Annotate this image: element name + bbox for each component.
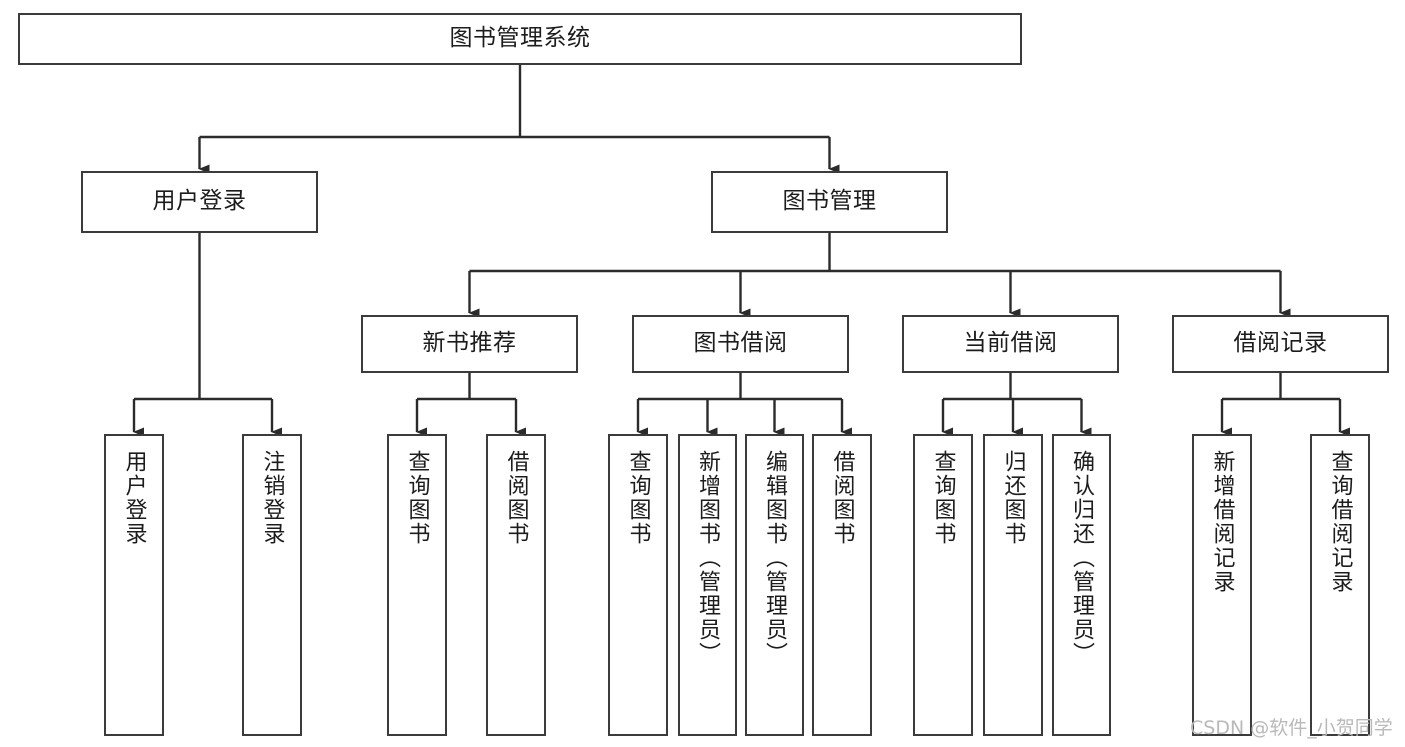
node-label: 图书管理 bbox=[782, 188, 877, 215]
node-label: 查询图书 bbox=[930, 450, 956, 546]
node-label: 图书借阅 bbox=[693, 330, 788, 357]
node-label: 新书推荐 bbox=[422, 330, 517, 357]
node-label: 借阅记录 bbox=[1233, 330, 1328, 357]
node-label: 新增借阅记录 bbox=[1209, 450, 1235, 594]
node-leaf-bb-edit[interactable]: 编辑图书（管理员） bbox=[745, 434, 804, 736]
node-current-borrow[interactable]: 当前借阅 bbox=[902, 315, 1119, 373]
node-label: 确认归还（管理员） bbox=[1069, 450, 1095, 666]
node-label: 注销登录 bbox=[259, 450, 285, 546]
node-leaf-user-logout[interactable]: 注销登录 bbox=[242, 434, 302, 736]
node-leaf-bb-borrow[interactable]: 借阅图书 bbox=[812, 434, 872, 736]
node-label: 编辑图书（管理员） bbox=[762, 450, 788, 666]
node-leaf-cb-return[interactable]: 归还图书 bbox=[983, 434, 1043, 736]
node-label: 查询图书 bbox=[404, 450, 430, 546]
node-label: 用户登录 bbox=[121, 450, 147, 546]
node-leaf-rec-borrow[interactable]: 借阅图书 bbox=[486, 434, 546, 736]
node-leaf-user-login[interactable]: 用户登录 bbox=[104, 434, 164, 736]
node-leaf-bb-add[interactable]: 新增图书（管理员） bbox=[678, 434, 737, 736]
node-label: 归还图书 bbox=[1000, 450, 1026, 546]
node-leaf-cb-query[interactable]: 查询图书 bbox=[913, 434, 973, 736]
node-leaf-bb-query[interactable]: 查询图书 bbox=[608, 434, 668, 736]
csdn-watermark: CSDN @软件_小贺同学 bbox=[1190, 717, 1393, 739]
node-book-manage[interactable]: 图书管理 bbox=[711, 171, 948, 233]
node-borrow-record[interactable]: 借阅记录 bbox=[1172, 315, 1389, 373]
node-root[interactable]: 图书管理系统 bbox=[18, 13, 1022, 65]
node-label: 借阅图书 bbox=[829, 450, 855, 546]
node-label: 查询借阅记录 bbox=[1327, 450, 1353, 594]
node-user-login[interactable]: 用户登录 bbox=[81, 171, 318, 233]
node-book-borrow[interactable]: 图书借阅 bbox=[632, 315, 849, 373]
edge-layer bbox=[132, 65, 1350, 437]
node-label: 用户登录 bbox=[152, 188, 247, 215]
node-label: 图书管理系统 bbox=[449, 25, 591, 52]
node-label: 新增图书（管理员） bbox=[695, 450, 721, 666]
node-label: 查询图书 bbox=[625, 450, 651, 546]
node-leaf-br-query[interactable]: 查询借阅记录 bbox=[1310, 434, 1370, 736]
node-label: 借阅图书 bbox=[503, 450, 529, 546]
node-leaf-br-add[interactable]: 新增借阅记录 bbox=[1192, 434, 1252, 736]
node-label: 当前借阅 bbox=[963, 330, 1058, 357]
node-new-book-rec[interactable]: 新书推荐 bbox=[361, 315, 578, 373]
node-leaf-cb-confirm[interactable]: 确认归还（管理员） bbox=[1052, 434, 1111, 736]
node-leaf-rec-query[interactable]: 查询图书 bbox=[387, 434, 447, 736]
